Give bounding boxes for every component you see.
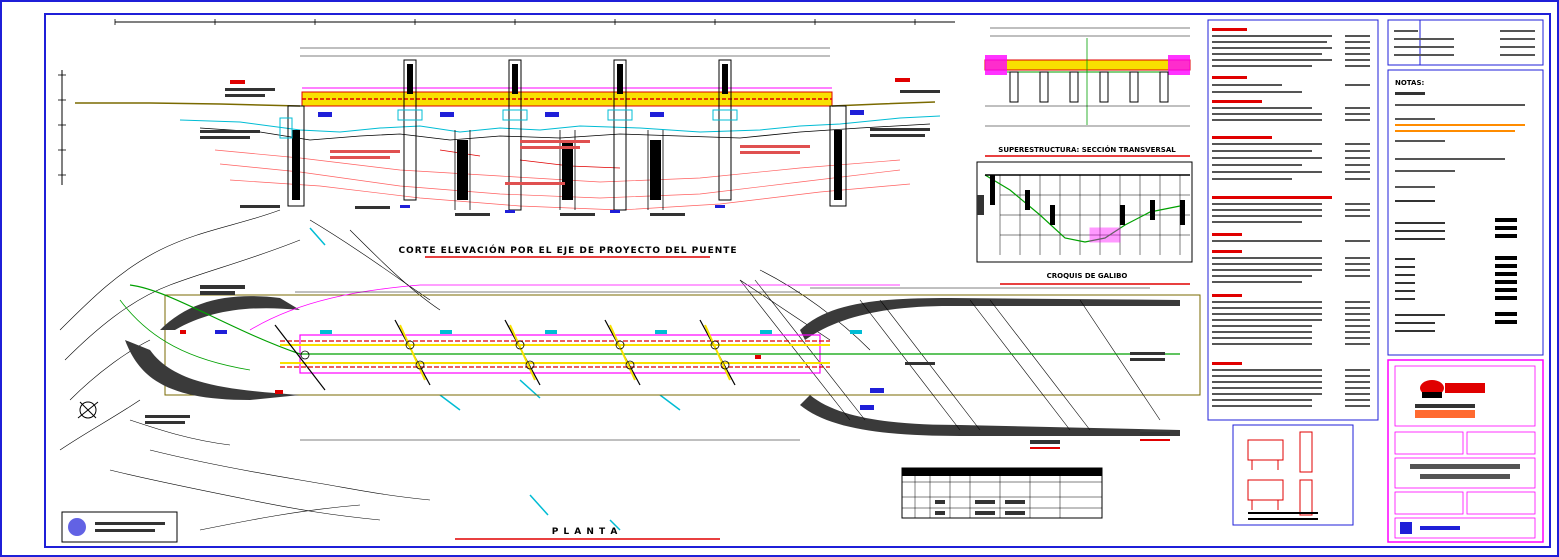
plan-title: P L A N T A [552, 527, 619, 537]
north-arrow-icon [77, 401, 99, 419]
cross-section-title: SUPERESTRUCTURA: SECCIÓN TRANSVERSAL [998, 145, 1176, 154]
coordinates-table [901, 467, 1103, 519]
drawing-frame [44, 13, 1551, 548]
cross-section-view: SUPERESTRUCTURA: SECCIÓN TRANSVERSAL [984, 27, 1191, 157]
notes-panel: NOTAS: [1387, 19, 1544, 356]
clearance-graph: CROQUIS DE GALIBO [976, 161, 1193, 285]
reinforcement-detail [1232, 424, 1354, 526]
notes-title: NOTAS: [1395, 79, 1424, 87]
elevation-title: CORTE ELEVACIÓN POR EL EJE DE PROYECTO D… [398, 244, 737, 256]
stamp-box [61, 511, 178, 543]
specifications-panel [1207, 19, 1379, 421]
company-logo-icon [1420, 380, 1485, 398]
plan-view: P L A N T A [59, 209, 1201, 540]
graph-title: CROQUIS DE GALIBO [1047, 272, 1128, 280]
elevation-view: CORTE ELEVACIÓN POR EL EJE DE PROYECTO D… [58, 19, 955, 258]
title-block [1387, 359, 1544, 543]
